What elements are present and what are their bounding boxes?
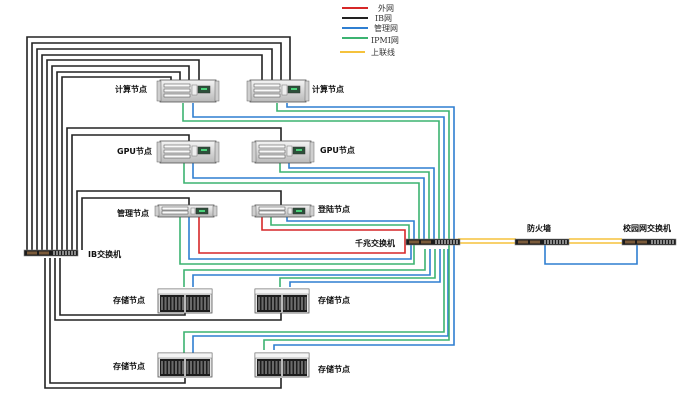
mgmt-cable (192, 163, 425, 241)
ib-cable (49, 258, 186, 384)
legend-label-uplink: 上联线 (371, 47, 395, 57)
external-cable (198, 217, 406, 254)
legend-label-external: 外网 (378, 3, 394, 13)
storage1-device[interactable] (157, 288, 213, 314)
mgmt-node-label: 管理节点 (117, 208, 149, 218)
firewall-device[interactable] (514, 238, 570, 246)
mgmt-cable (192, 103, 445, 241)
ib-cable (66, 127, 282, 250)
compute2-device[interactable] (246, 79, 310, 103)
storage-node-2-label: 存储节点 (317, 295, 350, 305)
campus-switch-device[interactable] (621, 238, 677, 246)
mgmt-cable (192, 249, 431, 287)
gpu-node-2-label: GPU节点 (320, 145, 355, 155)
ib-cable (56, 71, 181, 250)
mgmt-cable (289, 249, 441, 287)
ib-cable (44, 258, 282, 389)
ipmi-cable (279, 163, 430, 241)
external-cable (261, 217, 406, 241)
mgmt-cable (286, 217, 415, 241)
ib-cable (36, 48, 273, 250)
login-device[interactable] (251, 204, 315, 218)
storage4-device[interactable] (254, 352, 310, 378)
legend-label-ipmi: IPMI网 (371, 36, 399, 45)
cables (26, 36, 638, 389)
legend-item-mgmt: 管理网 (342, 23, 398, 33)
legend-item-external: 外网 (342, 3, 394, 13)
storage2-device[interactable] (254, 288, 310, 314)
gpu1-device[interactable] (156, 140, 220, 164)
ib-cable (51, 65, 190, 250)
ipmi-cable (183, 249, 426, 287)
ib-cable (71, 134, 190, 250)
firewall-label: 防火墙 (527, 223, 551, 233)
ib-switch-label: IB交换机 (88, 249, 121, 259)
storage-node-1-label: 存储节点 (112, 295, 145, 305)
storage-node-4-label: 存储节点 (317, 364, 350, 374)
storage3-device[interactable] (157, 352, 213, 378)
mgmt-cable (273, 103, 455, 350)
legend-label-mgmt: 管理网 (374, 23, 398, 33)
ib-cable (76, 190, 282, 250)
mgmt-cable (544, 245, 638, 265)
legend: 外网 IB网 管理网 IPMI网 上联线 (340, 3, 399, 57)
ipmi-cable (183, 163, 420, 241)
external-cables (198, 217, 406, 254)
uplink-cables (458, 238, 622, 244)
ib-cable (81, 197, 190, 250)
mgmt-device[interactable] (154, 204, 218, 218)
campus-switch-label: 校园网交换机 (623, 223, 671, 233)
ipmi-cable (263, 103, 450, 350)
gigabit-switch-device[interactable] (405, 238, 461, 246)
mgmt-cable (288, 163, 435, 241)
ib-cable (41, 54, 263, 250)
ib-cables (26, 36, 291, 389)
legend-item-ipmi: IPMI网 (342, 36, 399, 45)
ipmi-cable (279, 249, 436, 287)
gpu-node-1-label: GPU节点 (117, 146, 152, 156)
ib-switch-device[interactable] (23, 249, 79, 257)
legend-label-ib: IB网 (375, 14, 392, 23)
mgmt-cables (188, 103, 638, 353)
storage-node-3-label: 存储节点 (112, 361, 145, 371)
mgmt-cable (192, 249, 449, 353)
ib-cable (31, 42, 282, 250)
compute1-device[interactable] (156, 79, 220, 103)
ib-cable (54, 258, 282, 321)
legend-item-uplink: 上联线 (340, 47, 395, 57)
ipmi-cables (179, 103, 450, 353)
gpu2-device[interactable] (251, 140, 315, 164)
ipmi-cable (183, 249, 445, 353)
legend-item-ib: IB网 (342, 14, 392, 23)
ipmi-cable (182, 103, 440, 241)
mgmt-cable (188, 217, 412, 260)
compute-node-2-label: 计算节点 (312, 84, 344, 94)
devices (23, 79, 677, 378)
labels: 计算节点 计算节点 GPU节点 GPU节点 管理节点 登陆节点 IB交换机 千兆… (88, 84, 671, 374)
gigabit-switch-label: 千兆交换机 (355, 238, 395, 248)
ipmi-cable (270, 217, 410, 241)
ipmi-cable (179, 217, 415, 265)
ib-cable (26, 36, 291, 250)
compute-node-1-label: 计算节点 (115, 84, 147, 94)
login-node-label: 登陆节点 (317, 204, 350, 214)
ib-cable (61, 76, 172, 250)
ib-cable (46, 59, 200, 250)
